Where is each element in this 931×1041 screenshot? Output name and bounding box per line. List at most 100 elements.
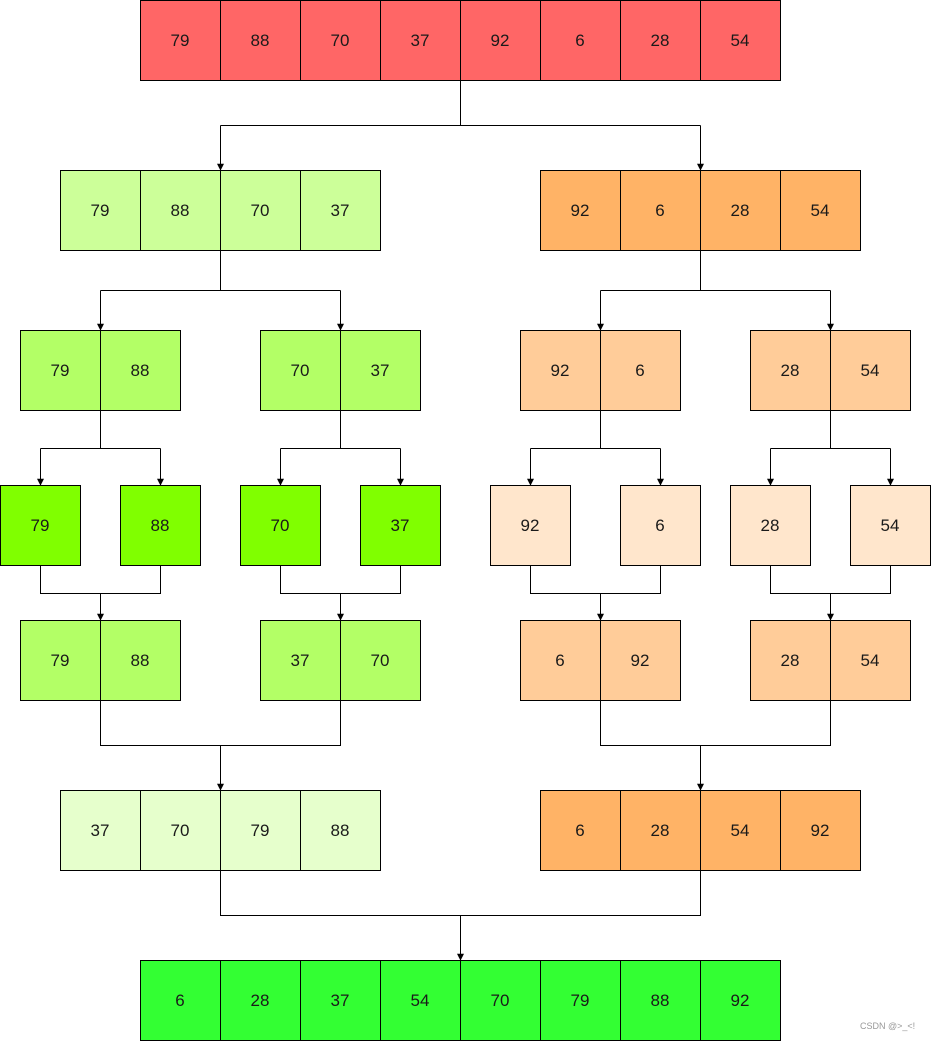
merge-connector bbox=[530, 565, 661, 594]
array-cell bbox=[700, 0, 781, 81]
connectors bbox=[37, 80, 894, 961]
cell-value: 54 bbox=[861, 651, 880, 670]
array-group-g10: 37 bbox=[360, 485, 441, 566]
array-cell bbox=[490, 485, 571, 566]
array-cell bbox=[240, 485, 321, 566]
merge-connector bbox=[40, 565, 161, 594]
cell-value: 92 bbox=[551, 361, 570, 380]
cell-value: 28 bbox=[781, 361, 800, 380]
array-cell bbox=[300, 170, 381, 251]
array-group-g7: 79 bbox=[0, 485, 81, 566]
array-group-g11: 92 bbox=[490, 485, 571, 566]
array-cell bbox=[620, 0, 701, 81]
cell-value: 70 bbox=[171, 821, 190, 840]
array-group-g5: 92 6 bbox=[520, 330, 681, 411]
array-cell bbox=[540, 0, 621, 81]
cell-value: 70 bbox=[291, 361, 310, 380]
array-cell bbox=[700, 170, 781, 251]
cell-value: 37 bbox=[291, 651, 310, 670]
array-cell bbox=[60, 170, 141, 251]
array-cell bbox=[540, 790, 621, 871]
cell-value: 6 bbox=[575, 821, 584, 840]
array-group-g20: 6 28 54 92 bbox=[540, 790, 861, 871]
cell-value: 54 bbox=[811, 201, 830, 220]
cell-value: 88 bbox=[331, 821, 350, 840]
array-group-g8: 88 bbox=[120, 485, 201, 566]
array-cell bbox=[780, 790, 861, 871]
cell-value: 79 bbox=[31, 516, 50, 535]
merge-connector bbox=[100, 700, 341, 746]
watermark: CSDN @>_<! bbox=[860, 1021, 916, 1031]
array-cell bbox=[460, 0, 541, 81]
cell-value: 79 bbox=[51, 361, 70, 380]
cell-value: 88 bbox=[171, 201, 190, 220]
cell-value: 6 bbox=[635, 361, 644, 380]
array-cell bbox=[750, 620, 831, 701]
cell-value: 37 bbox=[371, 361, 390, 380]
array-cell bbox=[620, 790, 701, 871]
cell-value: 92 bbox=[491, 31, 510, 50]
cell-value: 70 bbox=[251, 201, 270, 220]
array-cell bbox=[460, 960, 541, 1041]
cell-value: 92 bbox=[521, 516, 540, 535]
cell-value: 92 bbox=[811, 821, 830, 840]
array-cell bbox=[830, 330, 911, 411]
array-cell bbox=[220, 790, 301, 871]
array-cell bbox=[520, 620, 601, 701]
array-cell bbox=[380, 0, 461, 81]
cell-value: 6 bbox=[575, 31, 584, 50]
array-cell bbox=[260, 620, 341, 701]
cell-value: 79 bbox=[51, 651, 70, 670]
merge-connector bbox=[280, 565, 401, 594]
cell-value: 37 bbox=[331, 201, 350, 220]
array-cell bbox=[360, 485, 441, 566]
array-cell bbox=[340, 330, 421, 411]
array-cell bbox=[220, 960, 301, 1041]
array-cell bbox=[600, 620, 681, 701]
array-group-g3: 79 88 bbox=[20, 330, 181, 411]
array-cell bbox=[340, 620, 421, 701]
array-cell bbox=[540, 960, 621, 1041]
cell-value: 28 bbox=[651, 821, 670, 840]
cell-value: 92 bbox=[731, 991, 750, 1010]
merge-connector bbox=[600, 700, 831, 746]
array-cell bbox=[730, 485, 811, 566]
array-cell bbox=[540, 170, 621, 251]
cell-value: 6 bbox=[555, 651, 564, 670]
array-cell bbox=[60, 790, 141, 871]
array-cell bbox=[0, 485, 81, 566]
array-cell bbox=[700, 790, 781, 871]
array-cell bbox=[140, 0, 221, 81]
cell-value: 79 bbox=[571, 991, 590, 1010]
cell-value: 54 bbox=[411, 991, 430, 1010]
array-group-g16: 37 70 bbox=[260, 620, 421, 701]
cell-value: 37 bbox=[391, 516, 410, 535]
array-cell bbox=[220, 170, 301, 251]
array-cell bbox=[20, 330, 101, 411]
array-cell bbox=[300, 0, 381, 81]
cell-value: 54 bbox=[731, 821, 750, 840]
cell-value: 88 bbox=[151, 516, 170, 535]
array-cell bbox=[300, 960, 381, 1041]
cell-value: 28 bbox=[651, 31, 670, 50]
cell-value: 79 bbox=[251, 821, 270, 840]
array-group-g13: 28 bbox=[730, 485, 811, 566]
cell-value: 70 bbox=[371, 651, 390, 670]
cell-value: 70 bbox=[491, 991, 510, 1010]
array-cell bbox=[780, 170, 861, 251]
array-cell bbox=[100, 620, 181, 701]
array-cell bbox=[140, 790, 221, 871]
array-cell bbox=[520, 330, 601, 411]
cell-value: 88 bbox=[131, 361, 150, 380]
array-cell bbox=[140, 170, 221, 251]
cell-value: 70 bbox=[331, 31, 350, 50]
